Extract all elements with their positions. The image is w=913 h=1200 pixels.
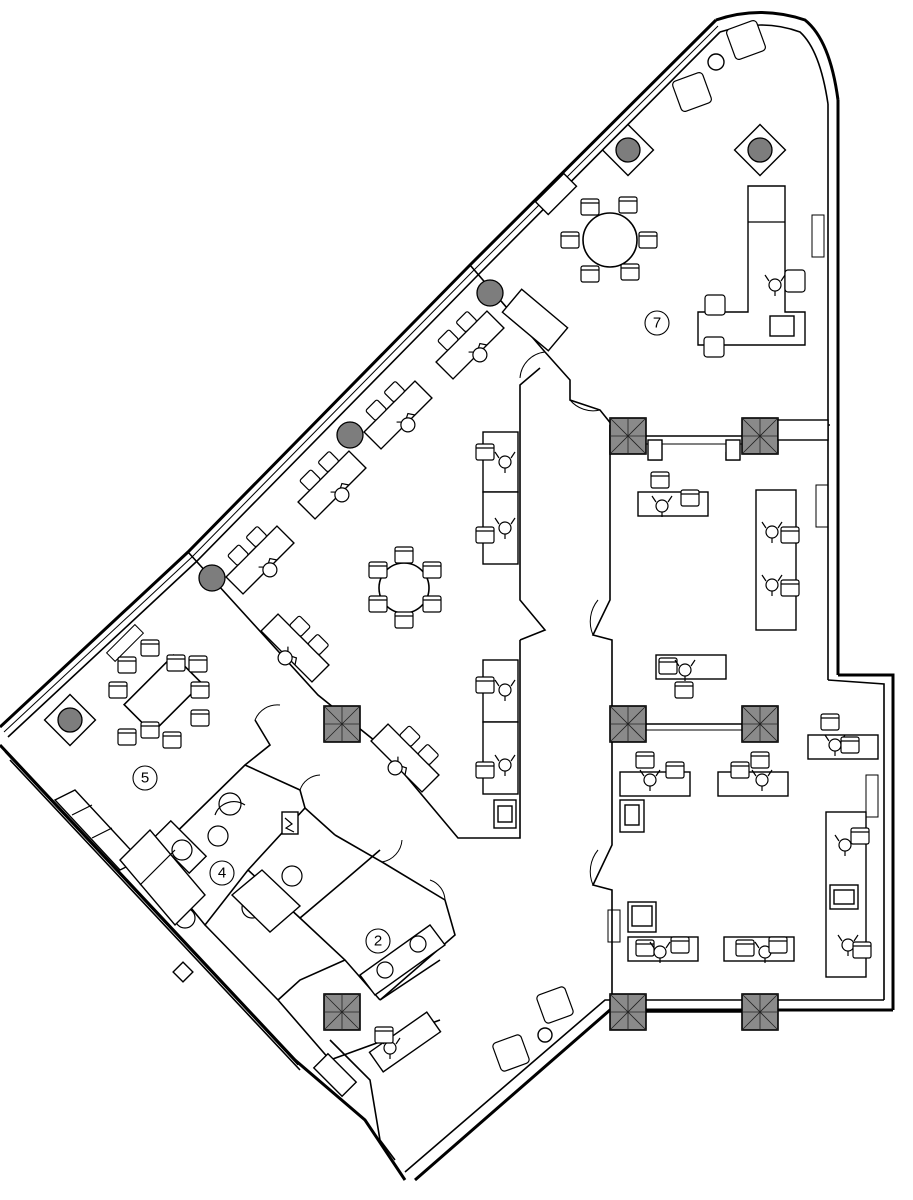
east-open-office	[492, 419, 879, 1072]
central-offices	[215, 300, 519, 829]
room-2-furniture	[230, 811, 446, 1098]
room-label-4: 4	[209, 860, 235, 886]
svg-text:2: 2	[374, 933, 382, 950]
room-label-2: 2	[365, 928, 391, 954]
room-label-5: 5	[132, 765, 158, 791]
svg-text:4: 4	[218, 865, 226, 882]
svg-text:5: 5	[141, 770, 149, 787]
room-4-furniture	[119, 792, 246, 929]
svg-text:7: 7	[653, 315, 661, 332]
room-label-7: 7	[644, 310, 670, 336]
exterior-walls	[0, 11, 895, 1182]
room-7-furniture	[501, 20, 825, 358]
